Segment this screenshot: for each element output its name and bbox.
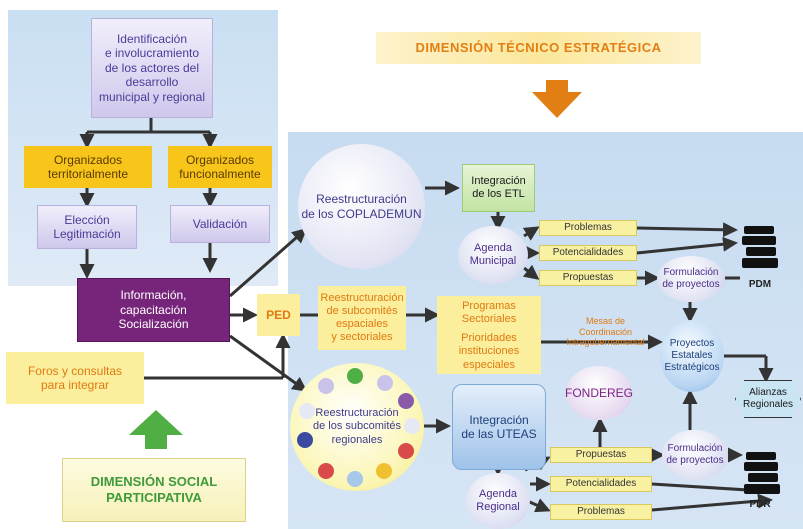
municipal-problems-box: Problemas — [539, 220, 637, 236]
decorative-dot — [347, 471, 363, 487]
uteas-integration-box: Integración de las UTEAS — [452, 384, 546, 470]
regional-potentialities-box: Potencialidades — [550, 476, 652, 492]
decorative-dot — [398, 393, 414, 409]
functional-organization-box: Organizados funcionalmente — [168, 146, 272, 188]
pdm-label: PDM — [748, 279, 772, 290]
municipal-agenda-circle: Agenda Municipal — [458, 226, 528, 284]
decorative-dot — [398, 443, 414, 459]
regional-alliances-hexagon: Alianzas Regionales — [735, 380, 801, 418]
pdr-label: PDR — [749, 499, 771, 510]
state-strategic-projects-circle: Proyectos Estatales Estratégicos — [660, 320, 724, 392]
decorative-dot — [318, 463, 334, 479]
territorial-organization-box: Organizados territorialmente — [24, 146, 152, 188]
decorative-dot — [376, 463, 392, 479]
municipal-proposals-box: Propuestas — [539, 270, 637, 286]
etl-integration-box: Integración de los ETL — [462, 164, 535, 212]
forums-consultations-box: Foros y consultas para integrar — [6, 352, 144, 404]
decorative-dot — [377, 375, 393, 391]
decorative-dot — [404, 418, 420, 434]
technical-dimension-header: DIMENSIÓN TÉCNICO ESTRATÉGICA — [376, 32, 701, 64]
information-training-box: Información, capacitación Socialización — [77, 278, 230, 342]
special-institutions-priorities-box: Prioridades instituciones especiales — [437, 330, 541, 374]
election-legitimation-box: Elección Legitimación — [37, 205, 137, 249]
books-icon — [744, 452, 782, 498]
decorative-dot — [299, 403, 315, 419]
regional-problems-box: Problemas — [550, 504, 652, 520]
actor-identification-box: Identificación e involucramiento de los … — [91, 18, 213, 118]
sectoral-programs-box: Programas Sectoriales — [437, 296, 541, 330]
regional-agenda-circle: Agenda Regional — [466, 473, 530, 529]
coplademun-restructuring-circle: Reestructuración de los COPLADEMUN — [298, 144, 425, 269]
down-arrow-icon — [532, 80, 582, 118]
municipal-project-formulation-circle: Formulación de proyectos — [657, 256, 725, 302]
decorative-dot — [297, 432, 313, 448]
municipal-potentialities-box: Potencialidades — [539, 245, 637, 261]
books-icon — [742, 226, 780, 276]
coordination-tables-label: Mesas de Coordinación Intragubernamental — [566, 315, 645, 348]
ped-box: PED — [257, 294, 300, 336]
social-dimension-header: DIMENSIÓN SOCIAL PARTICIPATIVA — [62, 458, 246, 522]
up-arrow-icon — [129, 410, 183, 449]
decorative-dot — [318, 378, 334, 394]
regional-subcommittees-circle: Reestructuración de los subcomités regio… — [290, 363, 424, 491]
decorative-dot — [347, 368, 363, 384]
special-sectoral-subcommittees-box: Reestructuración de subcomités espaciale… — [318, 286, 406, 350]
fondereg-circle: FONDEREG — [565, 366, 633, 420]
regional-proposals-box: Propuestas — [550, 447, 652, 463]
validation-box: Validación — [170, 205, 270, 243]
regional-project-formulation-circle: Formulación de proyectos — [662, 430, 728, 480]
